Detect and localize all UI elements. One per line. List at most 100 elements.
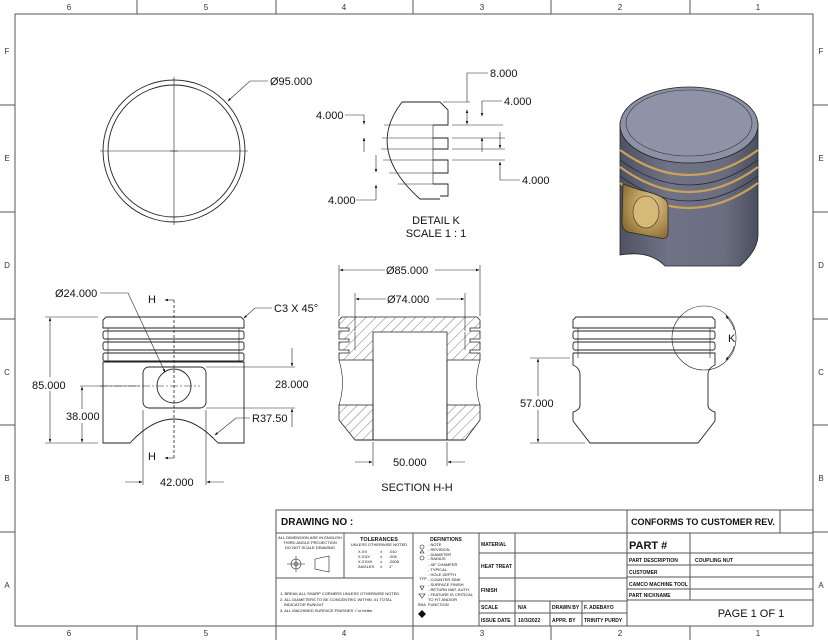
- side-height-dim: 57.000: [520, 398, 554, 410]
- detail-k-dim-8: 8.000: [490, 68, 518, 80]
- part-description-value[interactable]: COUPLING NUT: [695, 558, 733, 564]
- company-label: CAMCO MACHINE TOOL: [629, 582, 688, 588]
- zone-col-label: 2: [618, 3, 623, 12]
- issue-date-label: ISSUE DATE: [481, 618, 511, 624]
- tol-fmt: X.XXXX: [358, 559, 373, 564]
- finish-label: FINISH: [481, 588, 498, 594]
- isometric-piston-view[interactable]: [619, 86, 759, 267]
- section-marker-top: H: [148, 294, 156, 306]
- zone-row-label: E: [818, 154, 823, 163]
- tol-sym: ±: [380, 559, 383, 564]
- zone-col-label: 1: [756, 629, 761, 638]
- definition-item: FUNCTION: [428, 602, 449, 607]
- customer-label: CUSTOMER: [629, 570, 658, 576]
- detail-k-dim-4-upper-right: 4.000: [504, 96, 532, 108]
- tol-sym: ±: [380, 564, 383, 569]
- tol-sym: ±: [380, 554, 383, 559]
- definition-item: - SURFACE FINISH: [428, 582, 464, 587]
- top-view[interactable]: Ø95.000: [100, 76, 312, 225]
- detail-k-marker: K: [728, 333, 736, 345]
- note-2-cont: INDICATOR RUNOUT: [284, 602, 324, 607]
- height-dim: 85.000: [32, 380, 66, 392]
- zone-col-label: 6: [67, 629, 72, 638]
- page-indicator: PAGE 1 OF 1: [718, 608, 784, 620]
- zone-row-label: D: [4, 261, 10, 270]
- material-label: MATERIAL: [481, 542, 506, 548]
- part-number-label: PART #: [629, 540, 667, 552]
- drawing-no-label: DRAWING NO :: [281, 517, 353, 528]
- bottom-width-dim: 50.000: [393, 457, 427, 469]
- boss-height-dim: 28.000: [275, 379, 309, 391]
- appr-by-value[interactable]: TRINITY PURDY: [584, 618, 623, 624]
- tolerances-subtitle: UNLESS OTHERWISE NOTED: [351, 542, 407, 547]
- scale-value[interactable]: N/A: [518, 605, 527, 611]
- zone-col-label: 4: [342, 629, 347, 638]
- zone-row-label: A: [4, 581, 10, 590]
- svg-text:RMA: RMA: [418, 603, 426, 607]
- zone-row-label: C: [4, 368, 10, 377]
- zone-row-label: D: [818, 261, 824, 270]
- part-nickname-label: PART NICKNAME: [629, 593, 671, 599]
- zone-row-label: C: [818, 368, 824, 377]
- note-3: 3. ALL MACHINED SURFACE FINISHES √ or be…: [280, 608, 373, 613]
- zone-row-label: B: [818, 474, 823, 483]
- detail-k-view[interactable]: 8.000 4.000 4.000 4.000 4.000 DETAIL K S…: [316, 68, 550, 240]
- definition-item: - NOTE: [428, 542, 442, 547]
- detail-k-dim-4-lower-left: 4.000: [328, 195, 356, 207]
- issue-date-value[interactable]: 10/3/2022: [518, 618, 540, 624]
- definition-item: - TYPICAL: [428, 567, 448, 572]
- definition-item: - REVISION: [428, 547, 450, 552]
- zone-row-label: F: [819, 47, 824, 56]
- definition-item: - FEATURE IS CRITICAL: [428, 592, 474, 597]
- general-note: DO NOT SCALE DRAWING: [285, 545, 335, 550]
- zone-row-label: A: [818, 581, 824, 590]
- definitions-title: DEFINITIONS: [430, 537, 462, 543]
- radius-dim: R37.50: [252, 413, 287, 425]
- zone-col-label: 5: [204, 629, 209, 638]
- appr-by-label: APPR. BY: [552, 618, 576, 624]
- tol-fmt: X.XX: [358, 549, 367, 554]
- zone-col-label: 2: [618, 629, 623, 638]
- note-1: 1. BREAK ALL SHARP CORNERS UNLESS OTHERW…: [280, 591, 399, 596]
- zone-row-label: B: [4, 474, 9, 483]
- zone-row-label: E: [4, 154, 9, 163]
- tol-val: .010: [389, 549, 398, 554]
- tol-sym: ±: [380, 549, 383, 554]
- detail-k-dim-4-upper-left: 4.000: [316, 110, 344, 122]
- outer-diameter-dim: Ø85.000: [386, 265, 428, 277]
- pin-diameter-dim: Ø24.000: [55, 288, 97, 300]
- drawn-by-value[interactable]: F. ADEBAYO: [584, 605, 614, 611]
- piston-ring-1: [619, 149, 759, 176]
- note-2: 2. ALL DIAMETERS TO BE CONCENTRIC WITHIN…: [280, 597, 393, 602]
- tolerance-rows: X.XX ± .010 X.XXX ± .005 X.XXXX ± .0005 …: [358, 549, 400, 569]
- inner-diameter-dim: Ø74.000: [387, 294, 429, 306]
- definition-item: - DIAMETER: [428, 552, 451, 557]
- general-note: THIRD ANGLE PROJECTION: [283, 540, 337, 545]
- tol-fmt: ANGLES: [358, 564, 375, 569]
- section-h-h-view[interactable]: Ø85.000 Ø74.000 50.000 SECTION H-H: [338, 265, 481, 494]
- zone-col-label: 3: [480, 629, 485, 638]
- zone-col-label: 1: [756, 3, 761, 12]
- section-title: SECTION H-H: [381, 482, 453, 494]
- definition-item: - RETURN MAT. AUTH.: [428, 587, 470, 592]
- definition-item: - COUNTER SINK: [428, 577, 461, 582]
- zone-col-label: 3: [480, 3, 485, 12]
- definition-item: TO FIT AND/OR: [428, 597, 457, 602]
- side-view[interactable]: K 57.000: [520, 305, 737, 444]
- title-block: DRAWING NO : CONFORMS TO CUSTOMER REV. A…: [275, 509, 814, 627]
- drawn-by-label: DRAWN BY: [552, 605, 580, 611]
- definition-item: - RADIUS: [428, 556, 446, 561]
- detail-k-dim-4-lower-right: 4.000: [522, 175, 550, 187]
- general-note: ALL DIMENSION ARE IN ENGLISH: [278, 535, 342, 540]
- zone-col-label: 4: [342, 3, 347, 12]
- definition-item: - 45° CHAMFER: [428, 562, 457, 567]
- definition-symbols: TYP RMA: [418, 544, 427, 618]
- section-marker-bottom: H: [148, 451, 156, 463]
- scale-label: SCALE: [481, 605, 499, 611]
- definition-item: - HOLE DEPTH: [428, 572, 456, 577]
- pin-height-dim: 38.000: [66, 411, 100, 423]
- zone-row-label: F: [5, 47, 10, 56]
- part-description-label: PART DESCRIPTION: [629, 558, 678, 564]
- tol-fmt: X.XXX: [358, 554, 370, 559]
- front-view[interactable]: H H Ø24.000 C3 X 45° 85.000 38.000 28.00…: [30, 288, 318, 489]
